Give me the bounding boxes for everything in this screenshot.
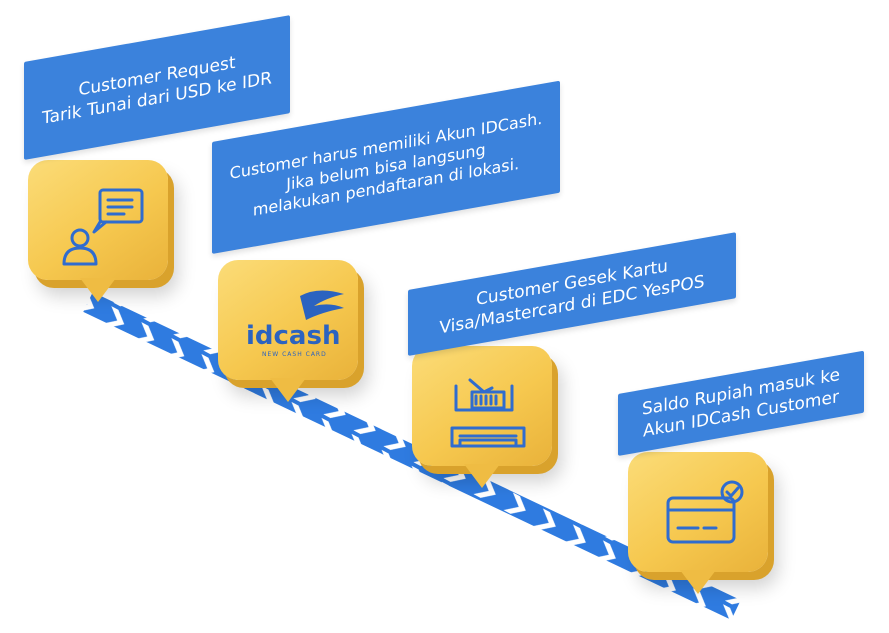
step-1-block [28,160,168,302]
card-swipe-terminal-icon [450,378,526,448]
step-2-block: idcash NEW CASH CARD [218,260,358,402]
idcash-logo: idcash NEW CASH CARD [246,290,344,358]
credit-card-check-icon [666,480,744,544]
logo-sub-text: NEW CASH CARD [262,351,327,358]
logo-main-text: idcash [246,321,340,351]
step-4-block [628,452,768,594]
step-3-block [412,346,552,488]
chat-user-icon [62,188,144,266]
